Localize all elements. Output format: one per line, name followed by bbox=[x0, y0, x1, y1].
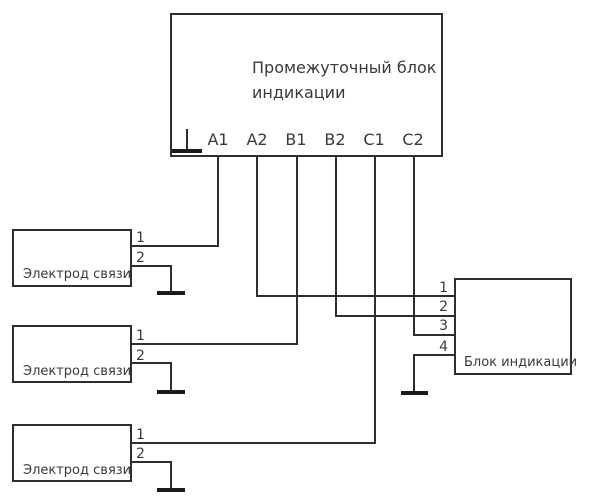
ground-icon-electrode3 bbox=[157, 461, 185, 493]
wire-a2-vertical bbox=[256, 157, 258, 297]
electrode-3-pin2-label: 2 bbox=[136, 446, 145, 462]
terminal-label-c1: C1 bbox=[363, 130, 385, 149]
ground-icon-indicator bbox=[401, 354, 428, 396]
wire-electrode1-pin1-horizontal bbox=[132, 245, 219, 247]
ground-bar bbox=[157, 390, 185, 394]
indicator-pin1-label: 1 bbox=[439, 280, 448, 296]
indicator-block-label: Блок индикации bbox=[464, 355, 578, 370]
wire-a1-vertical bbox=[217, 157, 219, 247]
wire-c1-vertical bbox=[374, 157, 376, 444]
intermediate-block-title-line1: Промежуточный блок bbox=[252, 58, 437, 77]
electrode-1-box bbox=[12, 229, 132, 287]
wire-electrode1-pin2-horizontal bbox=[132, 265, 172, 267]
intermediate-block-title-line2: индикации bbox=[252, 83, 346, 102]
electrode-2-box bbox=[12, 325, 132, 383]
electrode-3-box bbox=[12, 424, 132, 482]
ground-stem bbox=[170, 461, 172, 489]
terminal-label-b2: B2 bbox=[324, 130, 346, 149]
electrode-2-pin2-label: 2 bbox=[136, 348, 145, 364]
ground-icon-electrode1 bbox=[157, 265, 185, 296]
terminal-label-a2: A2 bbox=[246, 130, 268, 149]
indicator-pin2-label: 2 bbox=[439, 299, 448, 315]
intermediate-block-box bbox=[170, 13, 443, 157]
wire-c2-vertical bbox=[413, 157, 415, 336]
ground-stem bbox=[170, 265, 172, 292]
electrode-1-pin2-label: 2 bbox=[136, 250, 145, 266]
wire-indicator-pin2-horizontal bbox=[335, 315, 454, 317]
indicator-pin3-label: 3 bbox=[439, 318, 448, 334]
terminal-label-a1: A1 bbox=[207, 130, 229, 149]
electrode-2-pin1-label: 1 bbox=[136, 328, 145, 344]
ground-stem bbox=[413, 354, 415, 392]
ground-stem bbox=[170, 362, 172, 391]
wire-b1-vertical bbox=[296, 157, 298, 345]
ground-bar bbox=[157, 291, 185, 295]
electrode-1-pin1-label: 1 bbox=[136, 230, 145, 246]
terminal-label-c2: C2 bbox=[402, 130, 424, 149]
indicator-block-box bbox=[454, 278, 572, 375]
wire-electrode2-pin2-horizontal bbox=[132, 362, 172, 364]
electrode-1-label: Электрод связи bbox=[23, 267, 132, 282]
ground-icon-intermediate bbox=[172, 129, 202, 153]
wire-electrode2-pin1-horizontal bbox=[132, 343, 298, 345]
ground-bar bbox=[401, 391, 428, 395]
wire-indicator-pin4-horizontal bbox=[415, 354, 454, 356]
ground-stem bbox=[186, 129, 188, 149]
electrode-3-label: Электрод связи bbox=[23, 463, 132, 478]
wire-indicator-pin3-horizontal bbox=[413, 334, 454, 336]
wire-electrode3-pin1-horizontal bbox=[132, 442, 376, 444]
ground-bar bbox=[157, 488, 185, 492]
wire-b2-vertical bbox=[335, 157, 337, 317]
wire-indicator-pin1-horizontal bbox=[256, 295, 454, 297]
electrode-2-label: Электрод связи bbox=[23, 364, 132, 379]
ground-icon-electrode2 bbox=[157, 362, 185, 395]
indicator-pin4-label: 4 bbox=[439, 339, 448, 355]
terminal-label-b1: B1 bbox=[285, 130, 307, 149]
wire-electrode3-pin2-horizontal bbox=[132, 461, 172, 463]
electrode-3-pin1-label: 1 bbox=[136, 427, 145, 443]
ground-bar bbox=[172, 149, 202, 153]
